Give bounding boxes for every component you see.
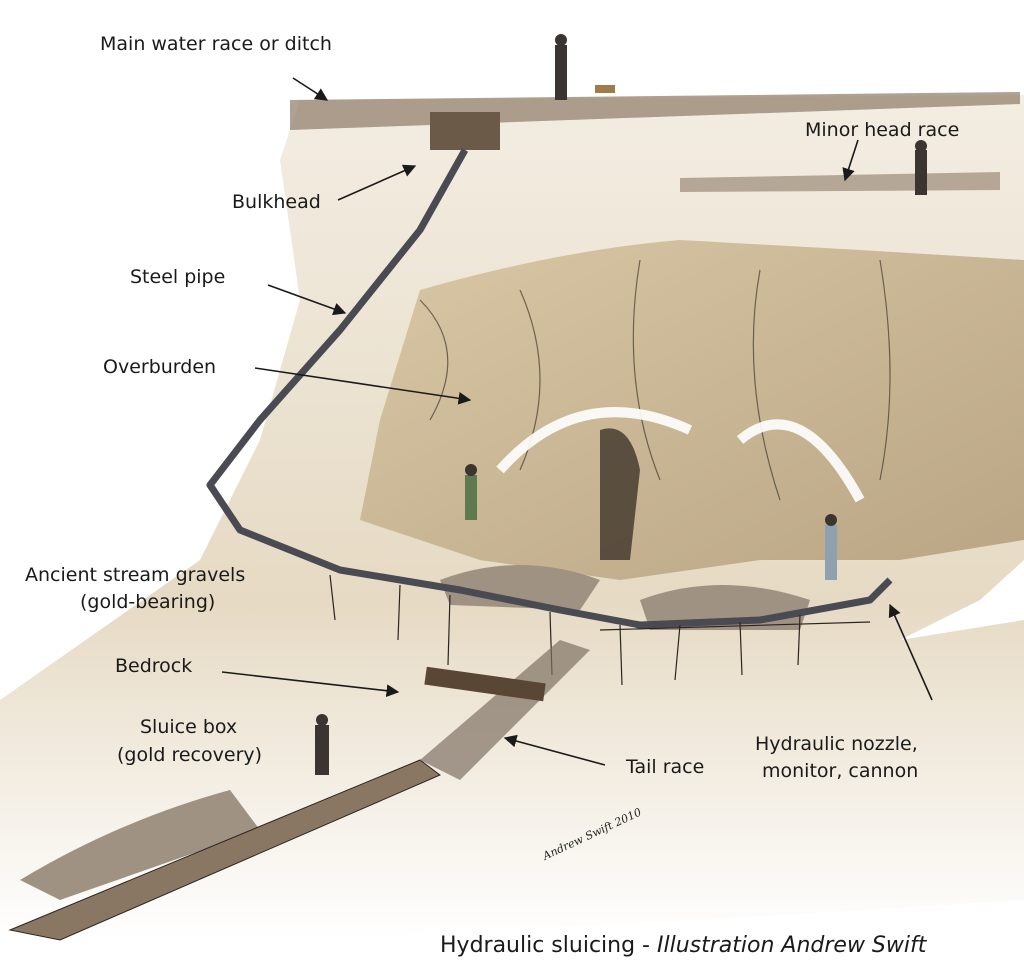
miner-figures <box>315 34 927 775</box>
bulkhead-structure <box>430 112 500 150</box>
caption-separator: - <box>635 933 657 958</box>
label-arrows <box>221 77 933 766</box>
arrow-nozzle <box>888 603 933 701</box>
arrow-main-race <box>292 77 329 101</box>
caption-title: Hydraulic sluicing <box>440 933 635 958</box>
cave-shadow <box>600 428 640 560</box>
label-gravels: Ancient stream gravels <box>25 564 245 586</box>
label-bedrock: Bedrock <box>115 655 192 677</box>
sluice-box <box>8 759 441 941</box>
label-overburden: Overburden <box>103 356 216 378</box>
label-minor-race: Minor head race <box>805 119 959 141</box>
trestle <box>329 574 871 686</box>
label-nozzle-note: monitor, cannon <box>762 760 918 782</box>
steel-pipe <box>206 148 893 629</box>
label-sluice-note: (gold recovery) <box>117 744 262 766</box>
terrain <box>0 92 1024 940</box>
label-bulkhead: Bulkhead <box>232 191 321 213</box>
arrow-steel-pipe <box>267 284 347 316</box>
labels: Main water race or ditch Minor head race… <box>25 33 959 782</box>
arrow-overburden <box>254 367 472 405</box>
label-sluice-box: Sluice box <box>140 716 237 738</box>
gravel-pile <box>20 790 260 900</box>
label-nozzle: Hydraulic nozzle, <box>755 733 918 755</box>
water-jet <box>736 419 865 503</box>
excavation-pit <box>360 240 1024 580</box>
label-gravels-note: (gold-bearing) <box>80 591 215 613</box>
water-jet <box>496 407 693 474</box>
label-main-race: Main water race or ditch <box>100 33 332 55</box>
label-tail-race: Tail race <box>625 756 704 778</box>
arrow-minor-race <box>842 139 859 182</box>
bridge-plank <box>424 666 546 702</box>
caption-credit: Illustration Andrew Swift <box>657 933 928 958</box>
caption: Hydraulic sluicing - Illustration Andrew… <box>440 933 928 958</box>
arrow-bedrock <box>221 671 400 698</box>
label-steel-pipe: Steel pipe <box>130 266 225 288</box>
tail-race <box>420 640 590 780</box>
arrow-bulkhead <box>337 164 417 201</box>
gravel-pile <box>440 565 600 610</box>
arrow-tail-race <box>503 734 606 766</box>
